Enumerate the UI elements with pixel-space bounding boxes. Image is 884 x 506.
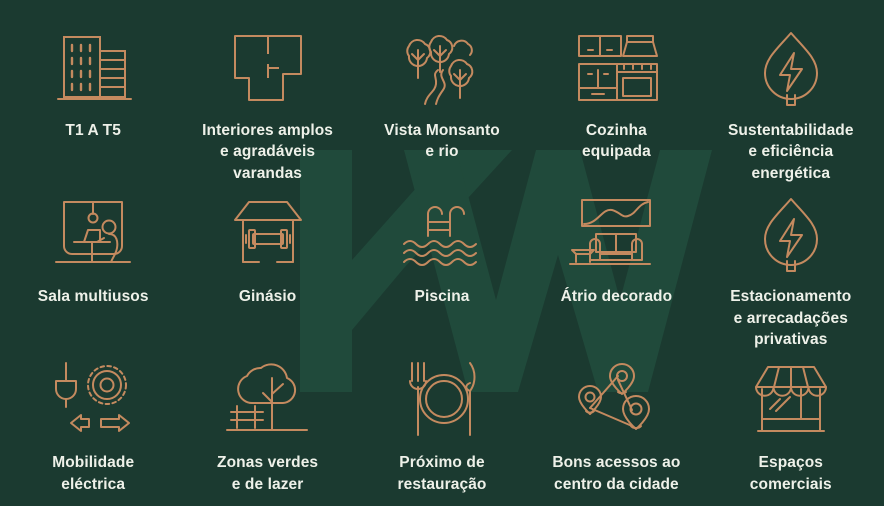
storefront-icon bbox=[741, 354, 841, 446]
ev-charging-icon bbox=[43, 354, 143, 446]
feature-card-mobilidade-electrica: Mobilidade eléctrica bbox=[6, 350, 180, 495]
feature-label: Átrio decorado bbox=[560, 288, 673, 306]
coworking-room-icon bbox=[43, 188, 143, 280]
restaurant-icon bbox=[392, 354, 492, 446]
feature-card-proximo-restauracao: Próximo de restauração bbox=[355, 350, 529, 495]
feature-label: Vista Monsanto e rio bbox=[384, 122, 500, 161]
gym-icon bbox=[218, 188, 318, 280]
feature-card-t1-a-t5: T1 A T5 bbox=[6, 18, 180, 184]
feature-card-piscina: Piscina bbox=[355, 184, 529, 350]
feature-card-sustentabilidade: Sustentabilidade e eficiência energética bbox=[704, 18, 878, 184]
lobby-sofa-icon bbox=[566, 188, 666, 280]
feature-label: Piscina bbox=[414, 288, 470, 306]
feature-card-bons-acessos: Bons acessos ao centro da cidade bbox=[529, 350, 703, 495]
feature-label: Estacionamento e arrecadações privativas bbox=[730, 288, 852, 348]
feature-label: Próximo de restauração bbox=[397, 454, 487, 493]
feature-card-atrio-decorado: Átrio decorado bbox=[529, 184, 703, 350]
leaf-bolt-icon bbox=[741, 188, 841, 280]
feature-label: Sustentabilidade e eficiência energética bbox=[727, 122, 854, 182]
building-icon bbox=[43, 22, 143, 114]
feature-card-cozinha: Cozinha equipada bbox=[529, 18, 703, 184]
feature-card-ginasio: Ginásio bbox=[180, 184, 354, 350]
park-tree-icon bbox=[218, 354, 318, 446]
feature-card-vista-monsanto: Vista Monsanto e rio bbox=[355, 18, 529, 184]
feature-label: Espaços comerciais bbox=[749, 454, 832, 493]
feature-label: Sala multiusos bbox=[37, 288, 149, 306]
map-pins-icon bbox=[566, 354, 666, 446]
feature-card-interiores: Interiores amplos e agradáveis varandas bbox=[180, 18, 354, 184]
feature-label: Interiores amplos e agradáveis varandas bbox=[202, 122, 334, 182]
feature-label: Ginásio bbox=[238, 288, 297, 306]
feature-card-zonas-verdes: Zonas verdes e de lazer bbox=[180, 350, 354, 495]
feature-card-espacos-comerciais: Espaços comerciais bbox=[704, 350, 878, 495]
trees-river-icon bbox=[392, 22, 492, 114]
pool-icon bbox=[392, 188, 492, 280]
feature-label: T1 A T5 bbox=[65, 122, 121, 139]
feature-label: Cozinha equipada bbox=[581, 122, 651, 161]
feature-card-sala-multiusos: Sala multiusos bbox=[6, 184, 180, 350]
feature-label: Zonas verdes e de lazer bbox=[217, 454, 319, 493]
kitchen-icon bbox=[566, 22, 666, 114]
floorplan-icon bbox=[218, 22, 318, 114]
leaf-bolt-icon bbox=[741, 22, 841, 114]
feature-label: Bons acessos ao centro da cidade bbox=[552, 454, 681, 493]
feature-card-estacionamento: Estacionamento e arrecadações privativas bbox=[704, 184, 878, 350]
feature-label: Mobilidade eléctrica bbox=[52, 454, 135, 493]
